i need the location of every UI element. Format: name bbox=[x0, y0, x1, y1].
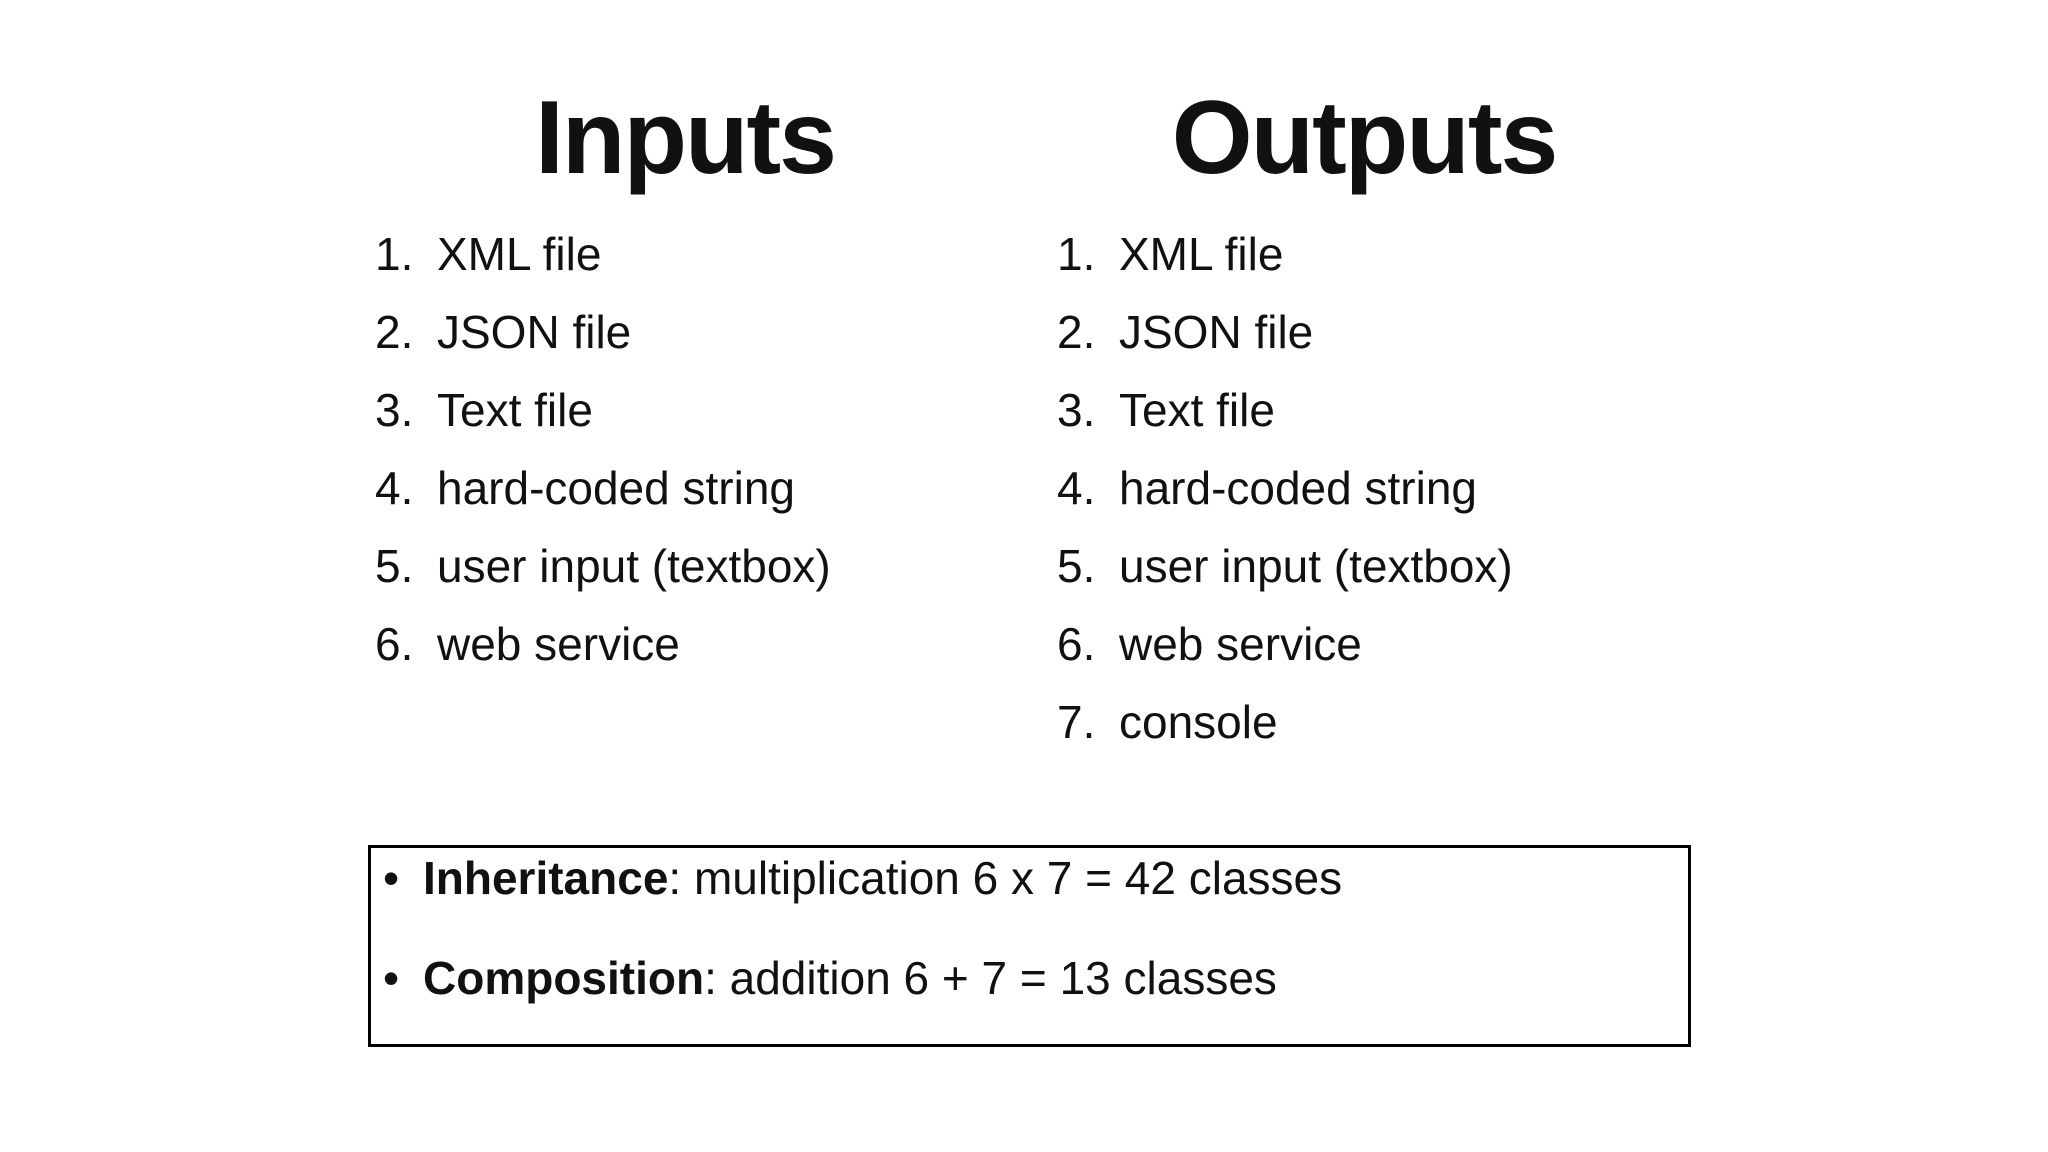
list-item: console bbox=[1057, 683, 1513, 761]
list-number bbox=[375, 527, 437, 605]
list-item-label: XML file bbox=[437, 228, 602, 280]
summary-bullet-composition: Composition: addition 6 + 7 = 13 classes bbox=[383, 955, 1688, 1001]
list-item-label: Text file bbox=[1119, 384, 1275, 436]
list-item-label: web service bbox=[1119, 618, 1362, 670]
list-number bbox=[375, 215, 437, 293]
list-item: XML file bbox=[375, 215, 831, 293]
summary-bullet-inheritance: Inheritance: multiplication 6 x 7 = 42 c… bbox=[383, 855, 1688, 901]
list-number bbox=[375, 293, 437, 371]
list-number bbox=[1057, 527, 1119, 605]
bullet-icon bbox=[383, 955, 423, 1001]
list-item-label: hard-coded string bbox=[1119, 462, 1477, 514]
summary-text: : addition 6 + 7 = 13 classes bbox=[704, 952, 1277, 1004]
list-number bbox=[1057, 683, 1119, 761]
list-number bbox=[375, 371, 437, 449]
outputs-title: Outputs bbox=[1171, 80, 1559, 196]
bullet-icon bbox=[383, 855, 423, 901]
list-item-label: JSON file bbox=[437, 306, 632, 358]
list-item: web service bbox=[1057, 605, 1513, 683]
list-item-label: web service bbox=[437, 618, 680, 670]
list-item-label: hard-coded string bbox=[437, 462, 795, 514]
list-number bbox=[375, 605, 437, 683]
list-item-label: user input (textbox) bbox=[1119, 540, 1513, 592]
list-item: JSON file bbox=[375, 293, 831, 371]
list-item-label: console bbox=[1119, 696, 1278, 748]
list-item: Text file bbox=[1057, 371, 1513, 449]
list-number bbox=[375, 449, 437, 527]
list-number bbox=[1057, 605, 1119, 683]
list-item: XML file bbox=[1057, 215, 1513, 293]
summary-text: : multiplication 6 x 7 = 42 classes bbox=[668, 852, 1343, 904]
list-item: hard-coded string bbox=[375, 449, 831, 527]
outputs-list: XML file JSON file Text file hard-coded … bbox=[1057, 215, 1513, 761]
inputs-title: Inputs bbox=[535, 80, 837, 196]
list-item-label: Text file bbox=[437, 384, 593, 436]
list-item: user input (textbox) bbox=[1057, 527, 1513, 605]
list-item-label: JSON file bbox=[1119, 306, 1314, 358]
inputs-list: XML file JSON file Text file hard-coded … bbox=[375, 215, 831, 683]
summary-term: Inheritance bbox=[423, 852, 669, 904]
list-number bbox=[1057, 215, 1119, 293]
summary-box: Inheritance: multiplication 6 x 7 = 42 c… bbox=[368, 845, 1691, 1047]
list-number bbox=[1057, 293, 1119, 371]
summary-term: Composition bbox=[423, 952, 705, 1004]
list-item-label: XML file bbox=[1119, 228, 1284, 280]
list-item-label: user input (textbox) bbox=[437, 540, 831, 592]
list-number bbox=[1057, 449, 1119, 527]
list-item: user input (textbox) bbox=[375, 527, 831, 605]
list-item: hard-coded string bbox=[1057, 449, 1513, 527]
list-item: web service bbox=[375, 605, 831, 683]
list-number bbox=[1057, 371, 1119, 449]
list-item: Text file bbox=[375, 371, 831, 449]
list-item: JSON file bbox=[1057, 293, 1513, 371]
